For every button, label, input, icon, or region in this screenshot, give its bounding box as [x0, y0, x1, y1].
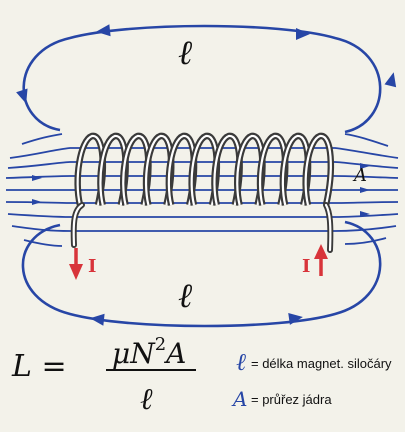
current-down-arrow-icon — [69, 264, 83, 280]
field-arrow-icon — [90, 313, 105, 326]
field-direction-arrows — [16, 24, 397, 326]
field-arrow-icon — [16, 88, 28, 104]
current-label-right: I — [302, 256, 310, 277]
legend: ℓ = délka magnet. siločáry A = průřez já… — [231, 348, 392, 411]
top-field-loop — [22, 24, 382, 134]
cross-section-label: A — [352, 165, 367, 186]
formula-numerator: μN2A — [112, 334, 186, 370]
solenoid-coil — [74, 132, 335, 206]
legend-area-symbol: A — [231, 387, 247, 411]
external-field-lines — [21, 24, 382, 328]
formula-lhs: L = — [11, 349, 67, 384]
field-arrow-icon — [296, 28, 310, 40]
legend-length-symbol: ℓ — [236, 348, 246, 376]
top-field-length-label: ℓ — [178, 33, 192, 73]
current-arrows — [69, 244, 328, 280]
internal-field-arrows — [32, 163, 370, 217]
current-up-arrow-icon — [314, 244, 328, 259]
formula-denominator: ℓ — [140, 382, 153, 417]
current-label-left: I — [88, 256, 96, 277]
legend-length-text: = délka magnet. siločáry — [251, 356, 392, 371]
bottom-field-length-label: ℓ — [178, 276, 192, 316]
field-arrow-icon — [384, 72, 397, 88]
internal-field-lines — [5, 133, 399, 247]
coil-turn-highlight — [304, 134, 332, 206]
legend-area-text: = průřez jádra — [251, 392, 332, 407]
field-arrow-icon — [288, 313, 303, 325]
field-arrow-icon — [96, 24, 111, 37]
bottom-field-loop — [21, 220, 382, 328]
coil-leads — [70, 202, 334, 253]
inductance-formula: L = μN2A ℓ — [11, 334, 196, 417]
